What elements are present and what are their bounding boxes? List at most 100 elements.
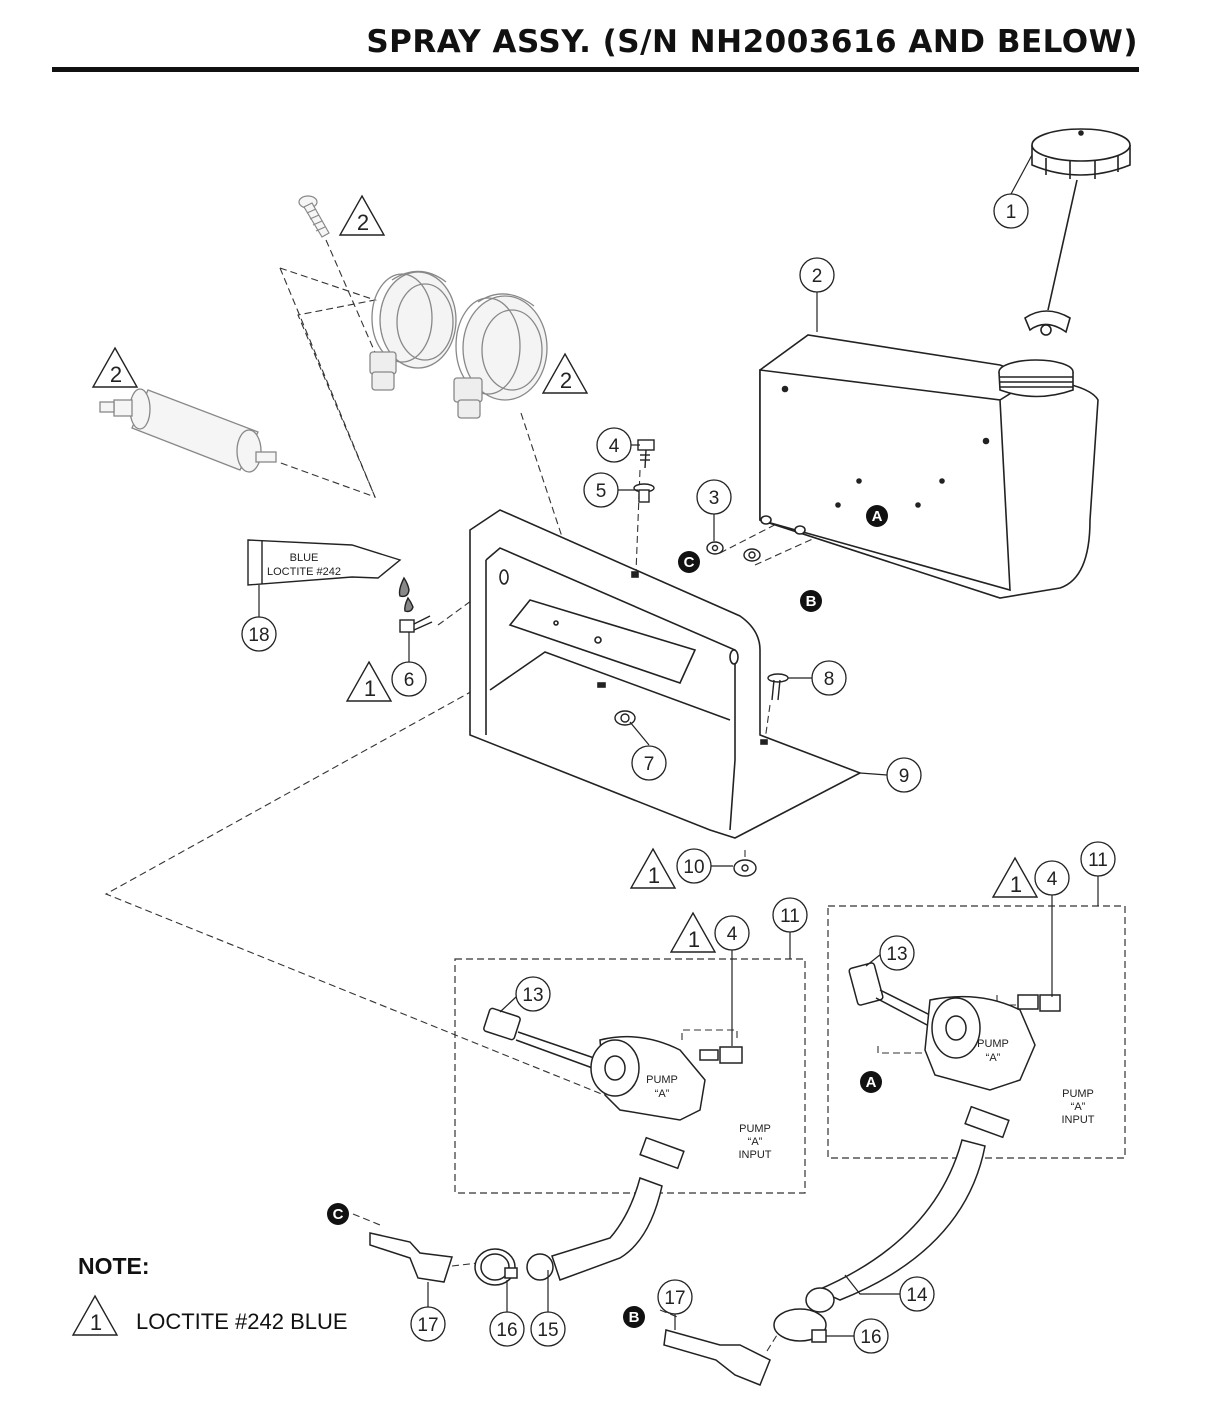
callout-7: 7	[631, 745, 667, 781]
warning-triangle-2-clamp: 2	[542, 353, 588, 394]
tube-label-text: BLUE LOCTITE #242	[267, 552, 341, 578]
callout-16-right: 16	[853, 1318, 889, 1354]
callout-8: 8	[811, 660, 847, 696]
warning-triangle-2-screw: 2	[339, 195, 385, 236]
svg-text:15: 15	[537, 1320, 558, 1341]
callout-6: 6	[391, 661, 427, 697]
svg-text:B: B	[629, 1309, 640, 1326]
pump-left-input-3: INPUT	[739, 1149, 772, 1161]
svg-text:4: 4	[727, 924, 738, 945]
warning-triangles: 2 2 2 1 1 1 1 1	[72, 195, 1038, 1336]
svg-text:C: C	[333, 1206, 344, 1223]
marker-c-bracket: C	[678, 551, 700, 573]
pump-right-input-1: PUMP	[1062, 1088, 1094, 1100]
tube-label-line2: LOCTITE #242	[267, 566, 341, 578]
callout-14: 14	[899, 1276, 935, 1312]
callout-2: 2	[799, 257, 835, 293]
callout-16-left: 16	[489, 1311, 525, 1347]
inline-filter	[99, 388, 277, 473]
callout-11-right: 11	[1080, 841, 1116, 877]
svg-text:14: 14	[906, 1285, 928, 1306]
svg-text:2: 2	[110, 362, 122, 387]
pump-left-input-2: “A”	[748, 1136, 763, 1148]
svg-text:B: B	[806, 593, 817, 610]
page-title: SPRAY ASSY. (S/N NH2003616 AND BELOW)	[366, 24, 1138, 60]
tank-cap	[1024, 128, 1131, 336]
callout-4-top: 4	[596, 427, 632, 463]
warning-triangle-1-pump-right: 1	[992, 857, 1038, 898]
marker-c-hose: C	[327, 1203, 349, 1225]
svg-text:8: 8	[824, 669, 835, 690]
mount-bracket	[469, 509, 862, 839]
warning-triangle-1-pump-left: 1	[670, 912, 716, 953]
pump-left-id: “A”	[655, 1088, 670, 1100]
pump-left-labels: PUMP “A” PUMP “A” INPUT	[646, 1074, 772, 1161]
callout-4-left: 4	[714, 915, 750, 951]
callout-17-right: 17	[657, 1279, 693, 1315]
pump-left-name: PUMP	[646, 1074, 678, 1086]
pump-right-input-3: INPUT	[1062, 1114, 1095, 1126]
callouts: 1 2 3 4 5 6 7 8 9 10 18 13 4 11 13 4 11 …	[241, 193, 1116, 1354]
callout-13-right: 13	[879, 935, 915, 971]
hose-right	[663, 1139, 986, 1386]
svg-text:13: 13	[522, 985, 543, 1006]
callout-5: 5	[583, 472, 619, 508]
svg-text:2: 2	[357, 210, 369, 235]
callout-11-left: 11	[772, 897, 808, 933]
warning-triangle-2-filter: 2	[92, 347, 138, 388]
pump-right-labels: PUMP “A” PUMP “A” INPUT	[977, 1038, 1095, 1126]
hose-clamp-right	[453, 293, 548, 419]
note-text: LOCTITE #242 BLUE	[136, 1309, 348, 1334]
pump-right	[848, 962, 1061, 1139]
svg-text:3: 3	[709, 488, 720, 509]
svg-text:1: 1	[364, 676, 376, 701]
small-hardware	[399, 439, 789, 877]
svg-text:1: 1	[688, 927, 700, 952]
callout-13-left: 13	[515, 976, 551, 1012]
callout-leaders	[258, 154, 1099, 1337]
callout-10: 10	[676, 848, 712, 884]
svg-text:17: 17	[417, 1315, 438, 1336]
connection-markers: A C B A C B	[327, 505, 888, 1328]
svg-text:16: 16	[496, 1320, 517, 1341]
svg-text:6: 6	[404, 670, 415, 691]
svg-text:1: 1	[1010, 872, 1022, 897]
note-heading: NOTE:	[78, 1253, 150, 1279]
screw-part-2	[298, 195, 330, 238]
hose-clamp-left	[369, 270, 457, 391]
callout-18: 18	[241, 616, 277, 652]
svg-text:18: 18	[248, 625, 269, 646]
pump-right-input-2: “A”	[1071, 1101, 1086, 1113]
svg-text:10: 10	[683, 857, 704, 878]
svg-text:7: 7	[644, 754, 655, 775]
pump-right-id: “A”	[986, 1052, 1001, 1064]
marker-a-pump: A	[860, 1071, 882, 1093]
spray-tank	[759, 334, 1099, 599]
svg-text:2: 2	[560, 368, 572, 393]
callout-3: 3	[696, 479, 732, 515]
svg-text:11: 11	[780, 906, 800, 927]
callout-4-right: 4	[1034, 860, 1070, 896]
marker-b-bracket: B	[800, 590, 822, 612]
svg-text:1: 1	[90, 1310, 102, 1335]
svg-text:1: 1	[1006, 202, 1017, 223]
svg-text:5: 5	[596, 481, 607, 502]
svg-text:11: 11	[1088, 850, 1108, 871]
callout-1: 1	[993, 193, 1029, 229]
svg-text:2: 2	[812, 266, 823, 287]
tube-label-line1: BLUE	[290, 552, 319, 564]
svg-text:4: 4	[609, 436, 620, 457]
pump-right-name: PUMP	[977, 1038, 1009, 1050]
svg-text:16: 16	[860, 1327, 881, 1348]
marker-b-hose: B	[623, 1306, 645, 1328]
pump-group-left-box	[454, 958, 806, 1194]
marker-a-tank: A	[866, 505, 888, 527]
callout-15: 15	[530, 1311, 566, 1347]
svg-text:4: 4	[1047, 869, 1058, 890]
svg-text:A: A	[866, 1074, 877, 1091]
warning-triangle-1-nut10: 1	[630, 848, 676, 889]
svg-text:A: A	[872, 508, 883, 525]
svg-text:1: 1	[648, 863, 660, 888]
svg-text:9: 9	[899, 766, 910, 787]
